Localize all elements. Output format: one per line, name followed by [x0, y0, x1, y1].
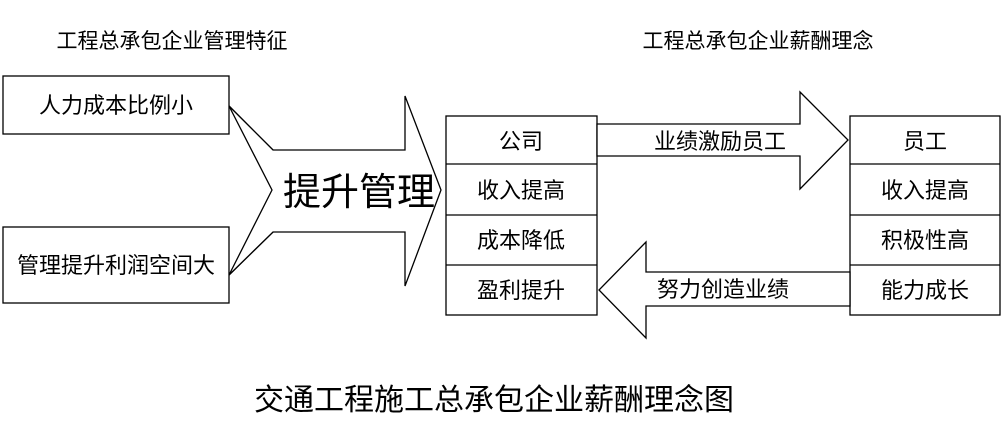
right-heading: 工程总承包企业薪酬理念 [643, 29, 874, 53]
arrow-to-company-label: 努力创造业绩 [657, 278, 789, 303]
employee-item-motivation: 积极性高 [881, 229, 969, 254]
arrow-to-employee-label: 业绩激励员工 [654, 130, 786, 155]
feature-box-profit-space: 管理提升利润空间大 [2, 226, 230, 304]
feature-box-labor-cost: 人力成本比例小 [2, 75, 230, 135]
left-heading: 工程总承包企业管理特征 [57, 29, 288, 53]
company-item-profit: 盈利提升 [477, 279, 565, 304]
arrow-to-employee [596, 90, 849, 191]
diagram-caption: 交通工程施工总承包企业薪酬理念图 [254, 383, 734, 418]
company-column: 公司 收入提高 成本降低 盈利提升 [445, 115, 598, 316]
feature-label-profit-space: 管理提升利润空间大 [17, 254, 215, 279]
company-item-cost: 成本降低 [477, 229, 565, 254]
employee-column: 员工 收入提高 积极性高 能力成长 [849, 115, 1001, 316]
employee-item-income: 收入提高 [881, 179, 969, 204]
employee-header: 员工 [903, 130, 947, 155]
big-arrow [228, 95, 442, 287]
arrow-to-company [598, 240, 851, 340]
employee-item-growth: 能力成长 [881, 279, 969, 304]
company-header: 公司 [499, 130, 543, 155]
feature-label-labor-cost: 人力成本比例小 [39, 94, 193, 119]
big-arrow-label: 提升管理 [283, 170, 435, 214]
company-item-income: 收入提高 [477, 179, 565, 204]
